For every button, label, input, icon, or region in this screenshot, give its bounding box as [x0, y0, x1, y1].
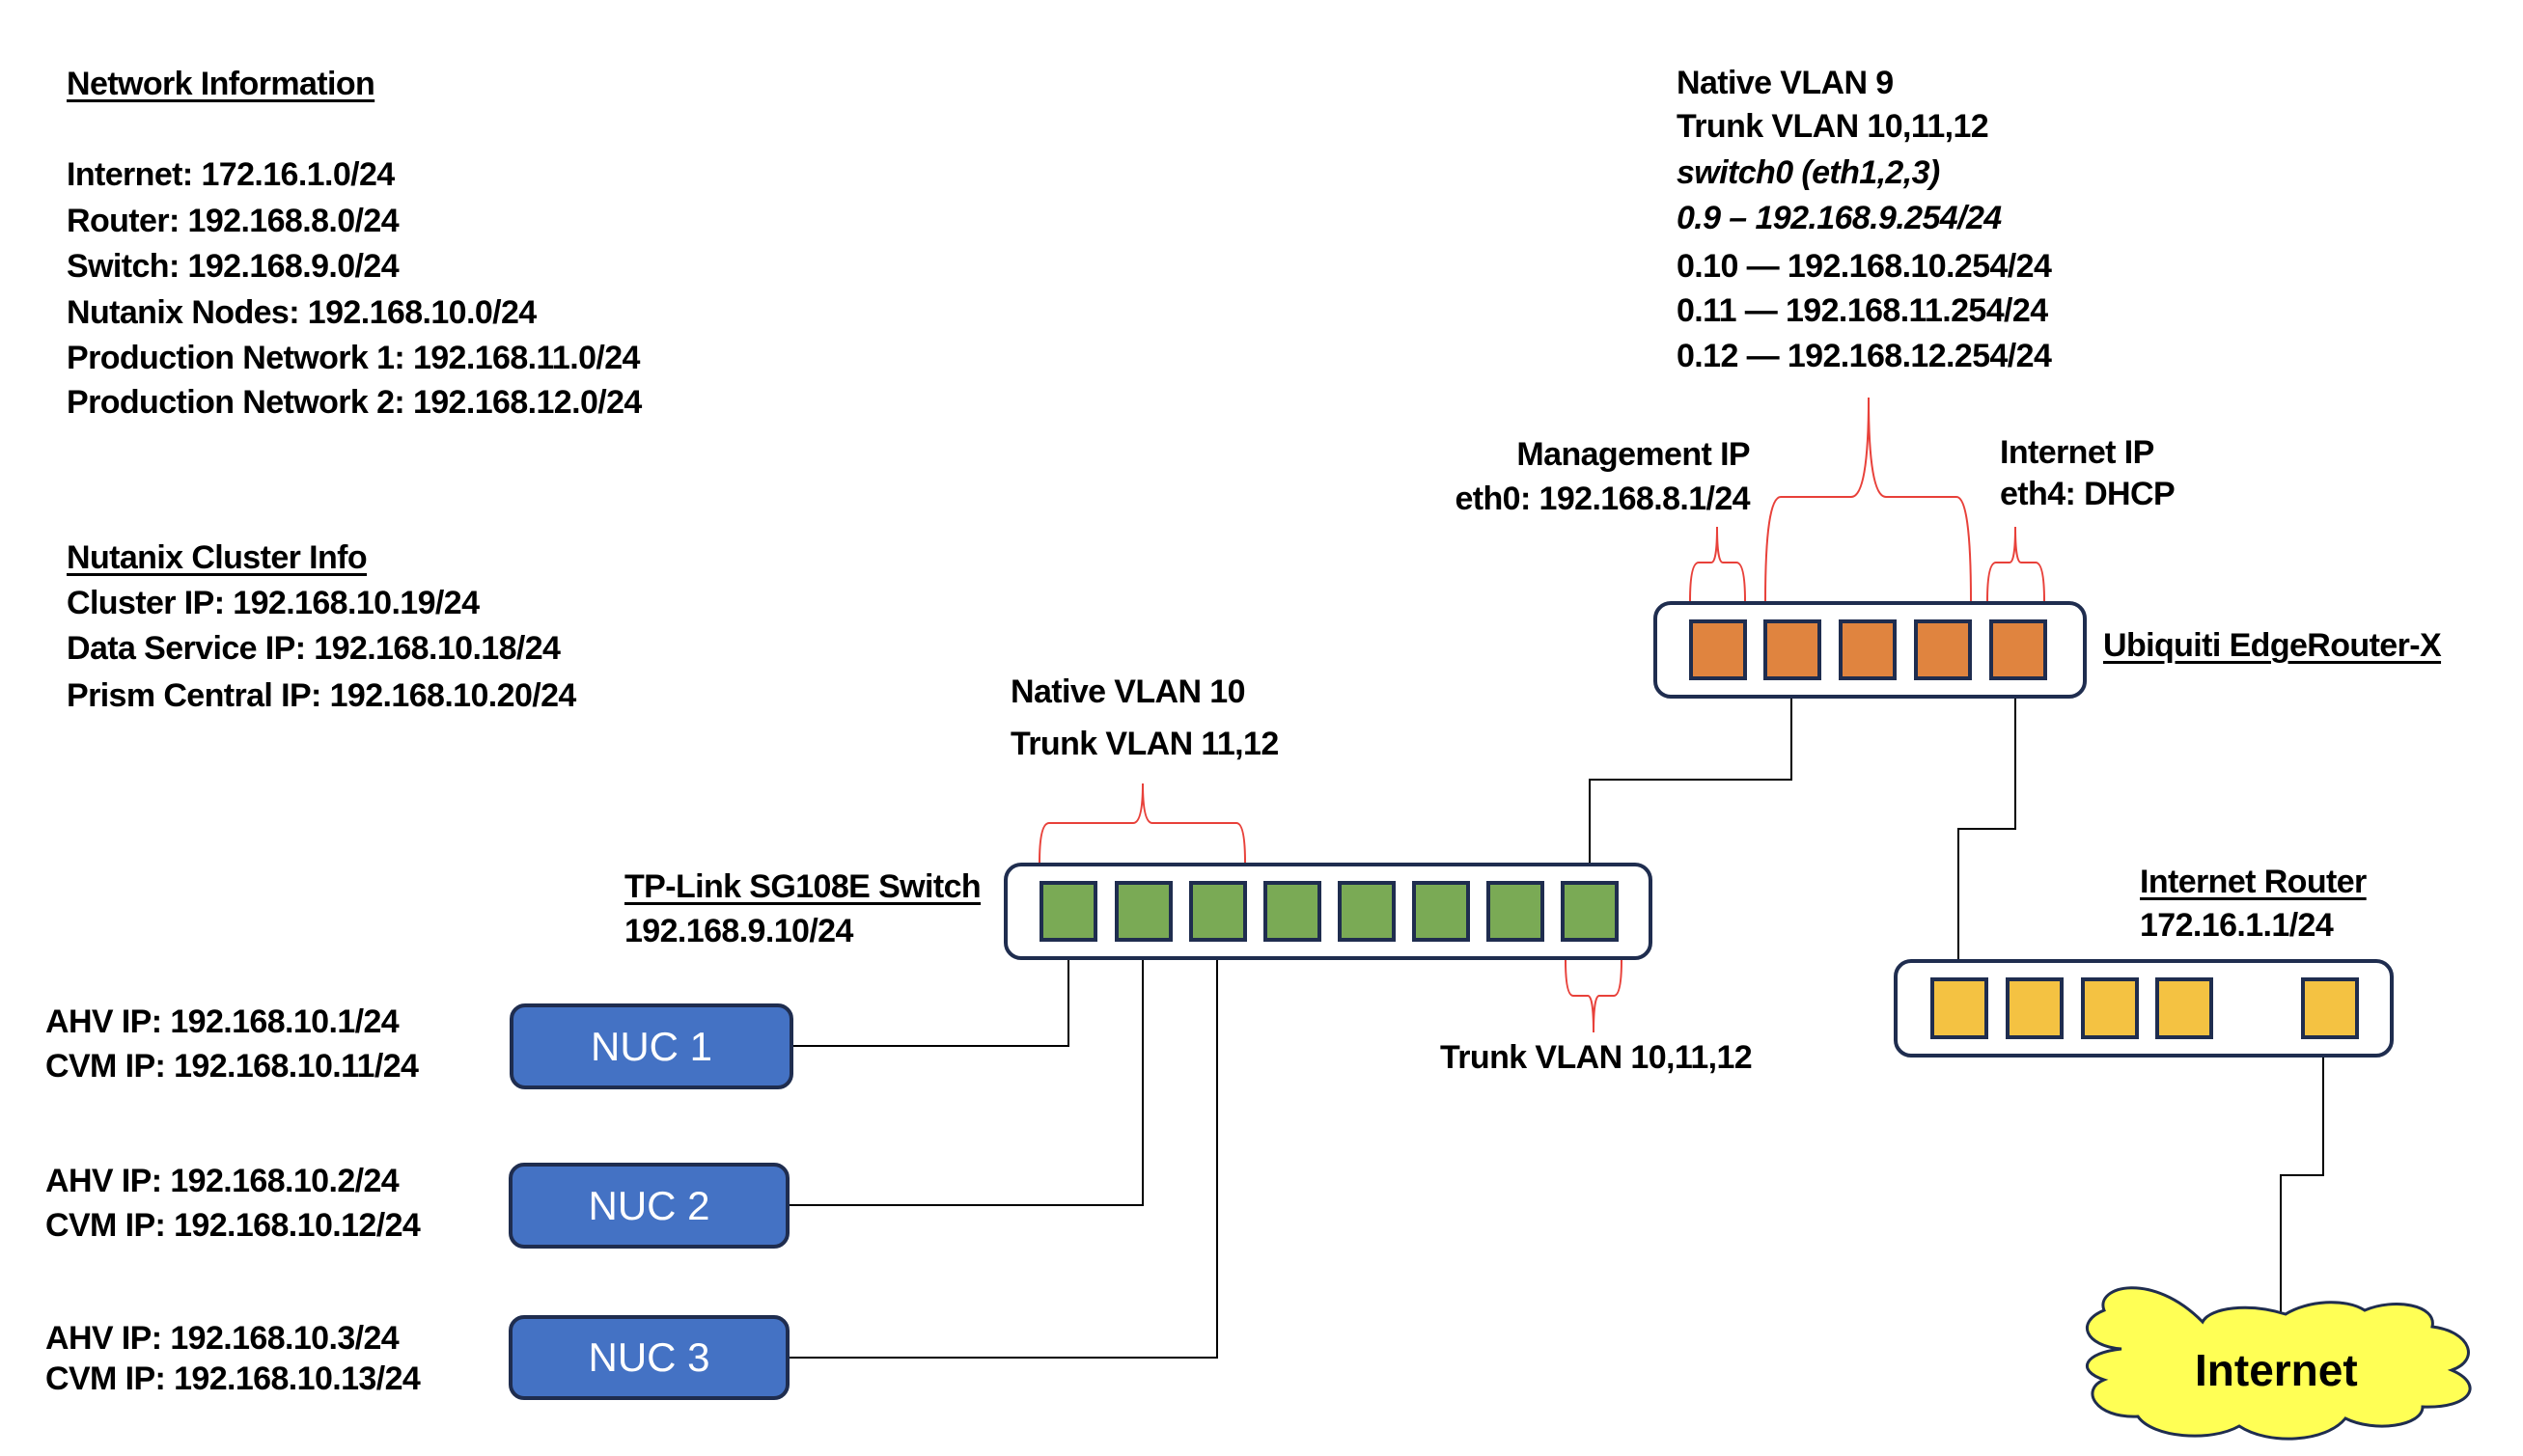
switch-access-vlan-line: Trunk VLAN 11,12 — [1011, 726, 1279, 762]
switch-access-vlan-line: Native VLAN 10 — [1011, 673, 1246, 710]
switch-name: TP-Link SG108E Switch — [624, 868, 982, 905]
switch-ip: 192.168.9.10/24 — [624, 913, 853, 949]
nuc1-cvm-ip: CVM IP: 192.168.10.11/24 — [45, 1048, 419, 1085]
internet-router-ip: 172.16.1.1/24 — [2140, 907, 2334, 944]
wire-switch-port3-nuc3 — [790, 942, 1218, 1359]
edgerouter-vlan-line: Native VLAN 9 — [1677, 65, 1894, 101]
management-ip-value: eth0: 192.168.8.1/24 — [1455, 481, 1750, 517]
edgerouter-vlan-line: 0.9 – 192.168.9.254/24 — [1677, 200, 2002, 236]
switch-port-6 — [1412, 881, 1470, 942]
switch-port-5 — [1338, 881, 1396, 942]
wire-internet-router-cloud — [2280, 1039, 2324, 1312]
edgerouter-vlan-line: 0.12 — 192.168.12.254/24 — [1677, 338, 2052, 374]
internet-ip-title: Internet IP — [2000, 434, 2154, 471]
switch-port-2 — [1115, 881, 1173, 942]
brace-eth0 — [1689, 526, 1746, 602]
brace-switch0 — [1764, 397, 1972, 602]
nuc3-label: NUC 3 — [588, 1334, 710, 1380]
cluster-info-title: Nutanix Cluster Info — [67, 539, 368, 576]
edgerouter-vlan-line: 0.11 — 192.168.11.254/24 — [1677, 292, 2048, 329]
switch-port-7 — [1486, 881, 1544, 942]
network-info-line: Switch: 192.168.9.0/24 — [67, 248, 400, 285]
edgerouter-port-eth4 — [1989, 619, 2047, 680]
nuc3-cvm-ip: CVM IP: 192.168.10.13/24 — [45, 1360, 421, 1397]
nuc3-node: NUC 3 — [509, 1315, 790, 1400]
switch-port-8 — [1561, 881, 1619, 942]
network-info-line: Production Network 2: 192.168.12.0/24 — [67, 384, 642, 421]
internet-router-port-3 — [2081, 977, 2139, 1039]
network-info-line: Nutanix Nodes: 192.168.10.0/24 — [67, 294, 537, 331]
edgerouter-port-eth3 — [1914, 619, 1972, 680]
brace-switch-access — [1039, 783, 1246, 864]
network-info-line: Router: 192.168.8.0/24 — [67, 203, 400, 239]
network-info-line: Production Network 1: 192.168.11.0/24 — [67, 340, 640, 376]
internet-ip-value: eth4: DHCP — [2000, 476, 2176, 512]
edgerouter-port-eth2 — [1839, 619, 1897, 680]
nuc2-label: NUC 2 — [588, 1182, 710, 1228]
internet-router-port-4 — [2155, 977, 2213, 1039]
internet-cloud-label: Internet — [2195, 1345, 2358, 1395]
internet-router-wan-port — [2301, 977, 2359, 1039]
switch-port-3 — [1189, 881, 1247, 942]
wire-switch-port2-nuc2 — [790, 942, 1144, 1206]
management-ip-title: Management IP — [1516, 436, 1750, 473]
nuc1-ahv-ip: AHV IP: 192.168.10.1/24 — [45, 1003, 400, 1040]
network-info-title: Network Information — [67, 66, 375, 102]
brace-switch-uplink — [1565, 959, 1622, 1033]
edgerouter-vlan-line: 0.10 — 192.168.10.254/24 — [1677, 248, 2052, 285]
cluster-info-line: Cluster IP: 192.168.10.19/24 — [67, 585, 480, 621]
nuc1-node: NUC 1 — [510, 1003, 793, 1089]
cluster-info-line: Data Service IP: 192.168.10.18/24 — [67, 630, 561, 667]
edgerouter-vlan-line: switch0 (eth1,2,3) — [1677, 154, 1940, 191]
switch-device — [1004, 863, 1652, 960]
switch-port-4 — [1263, 881, 1321, 942]
nuc1-label: NUC 1 — [590, 1023, 713, 1069]
switch-uplink-vlan: Trunk VLAN 10,11,12 — [1440, 1039, 1753, 1076]
switch-port-1 — [1040, 881, 1097, 942]
internet-router-name: Internet Router — [2140, 864, 2367, 900]
internet-cloud-icon — [2085, 1286, 2472, 1441]
wire-edgerouter-eth1-switch-port8 — [1589, 680, 1792, 881]
internet-router-port-1 — [1930, 977, 1988, 1039]
network-info-line: Internet: 172.16.1.0/24 — [67, 156, 395, 193]
wire-edgerouter-eth4-internet-router — [1957, 680, 2016, 977]
edgerouter-vlan-line: Trunk VLAN 10,11,12 — [1677, 108, 1989, 145]
internet-router-port-2 — [2006, 977, 2064, 1039]
edgerouter-port-eth1 — [1763, 619, 1821, 680]
nuc2-ahv-ip: AHV IP: 192.168.10.2/24 — [45, 1163, 400, 1199]
nuc2-cvm-ip: CVM IP: 192.168.10.12/24 — [45, 1207, 421, 1244]
edgerouter-name: Ubiquiti EdgeRouter-X — [2103, 627, 2442, 664]
nuc2-node: NUC 2 — [509, 1163, 790, 1249]
wire-switch-port1-nuc1 — [793, 942, 1069, 1047]
brace-eth4 — [1986, 526, 2045, 602]
edgerouter-port-eth0 — [1689, 619, 1747, 680]
cluster-info-line: Prism Central IP: 192.168.10.20/24 — [67, 677, 576, 714]
nuc3-ahv-ip: AHV IP: 192.168.10.3/24 — [45, 1320, 400, 1357]
